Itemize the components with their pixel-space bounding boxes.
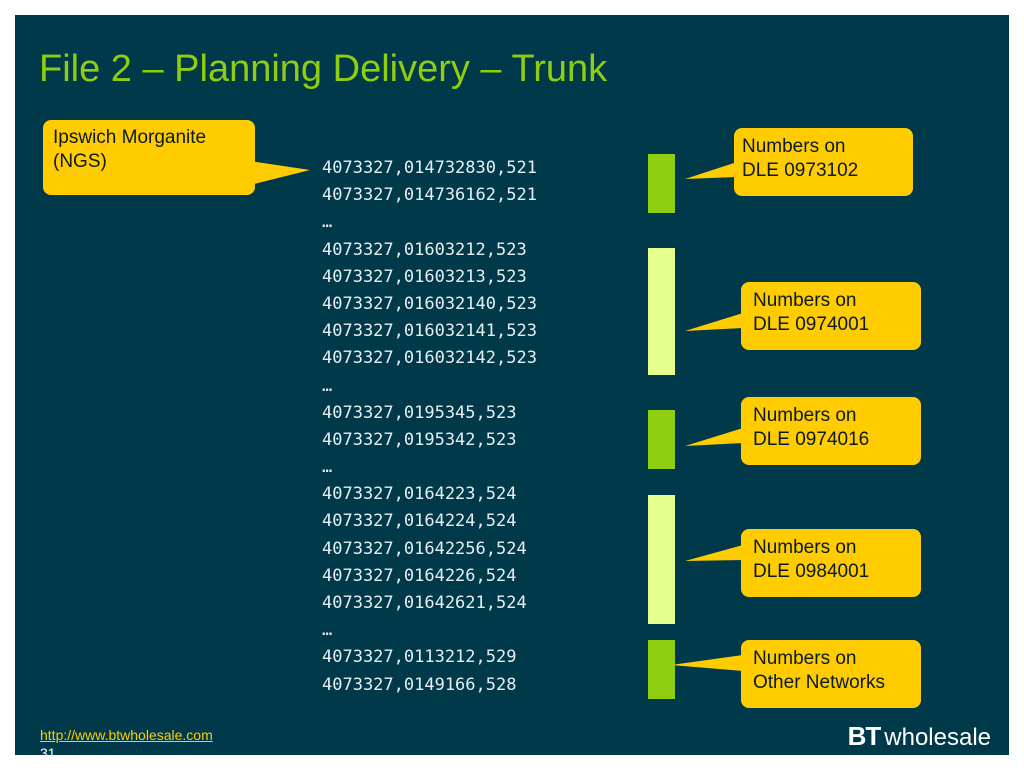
number-row: … [322,375,333,396]
number-row: 4073327,014732830,521 [322,158,537,178]
group-2-callout-line1: Numbers on [753,290,857,311]
number-row: 4073327,016032140,523 [322,293,537,314]
source-callout-pointer [250,161,310,185]
group-3-callout-line2: DLE 0974016 [753,429,870,450]
bt-logo-mark: BT [847,721,882,751]
number-row: 4073327,0113212,529 [322,647,517,668]
group-4-callout: Numbers on DLE 0984001 [741,529,921,597]
group-3-callout: Numbers on DLE 0974016 [741,397,921,465]
group-1-callout-line1: Numbers on [742,136,846,157]
group-2-callout-line2: DLE 0974001 [753,314,870,335]
number-row: 4073327,016032142,523 [322,348,537,369]
wholesale-logo-text: wholesale [884,724,991,751]
group-1-callout: Numbers on DLE 0973102 [734,128,913,196]
group-1-callout-line2: DLE 0973102 [742,160,859,181]
number-row: 4073327,0164226,524 [322,565,517,586]
group-4-callout-line1: Numbers on [753,537,857,558]
group-5-callout-line1: Numbers on [753,648,857,669]
number-row: 4073327,016032141,523 [322,321,537,342]
group-4-callout-line2: DLE 0984001 [753,561,870,582]
website-link[interactable]: http://www.btwholesale.com [40,727,213,743]
number-row: 4073327,0164223,524 [322,484,517,505]
number-row: 4073327,01642256,524 [322,538,527,559]
group-5-bar [648,640,675,699]
group-5-callout-line2: Other Networks [753,672,885,693]
number-row: 4073327,0195342,523 [322,429,517,450]
number-list: 4073327,014732830,521 4073327,014736162,… [322,155,537,699]
group-1-bar [648,154,675,213]
group-3-callout-line1: Numbers on [753,405,857,426]
slide-title: File 2 – Planning Delivery – Trunk [39,48,608,90]
group-3-bar [648,410,675,469]
group-4-bar [648,495,675,624]
source-callout-line1: Ipswich Morganite [53,127,207,148]
group-3-callout-pointer [685,428,743,446]
number-row: 4073327,0149166,528 [322,674,517,695]
source-callout: Ipswich Morganite (NGS) [43,120,255,195]
group-2-callout-pointer [685,313,743,331]
group-2-bar [648,248,675,375]
number-row: … [322,620,333,641]
callout-pointers [250,161,743,671]
number-row: 4073327,0164224,524 [322,511,517,532]
group-1-callout-pointer [685,162,737,179]
slide: File 2 – Planning Delivery – Trunk Ipswi… [15,15,1009,755]
group-5-callout: Numbers on Other Networks [741,640,921,708]
source-callout-line2: (NGS) [53,151,107,172]
page-number: 31 [40,745,56,755]
number-row: … [322,457,333,478]
group-5-callout-pointer [671,655,743,671]
number-row: 4073327,014736162,521 [322,185,537,206]
group-4-callout-pointer [685,545,743,561]
group-2-callout: Numbers on DLE 0974001 [741,282,921,350]
number-row: 4073327,01642621,524 [322,593,527,613]
number-row: 4073327,01603212,523 [322,239,527,260]
number-row: 4073327,01603213,523 [322,266,527,287]
number-row: … [322,212,333,233]
number-row: 4073327,0195345,523 [322,402,517,423]
